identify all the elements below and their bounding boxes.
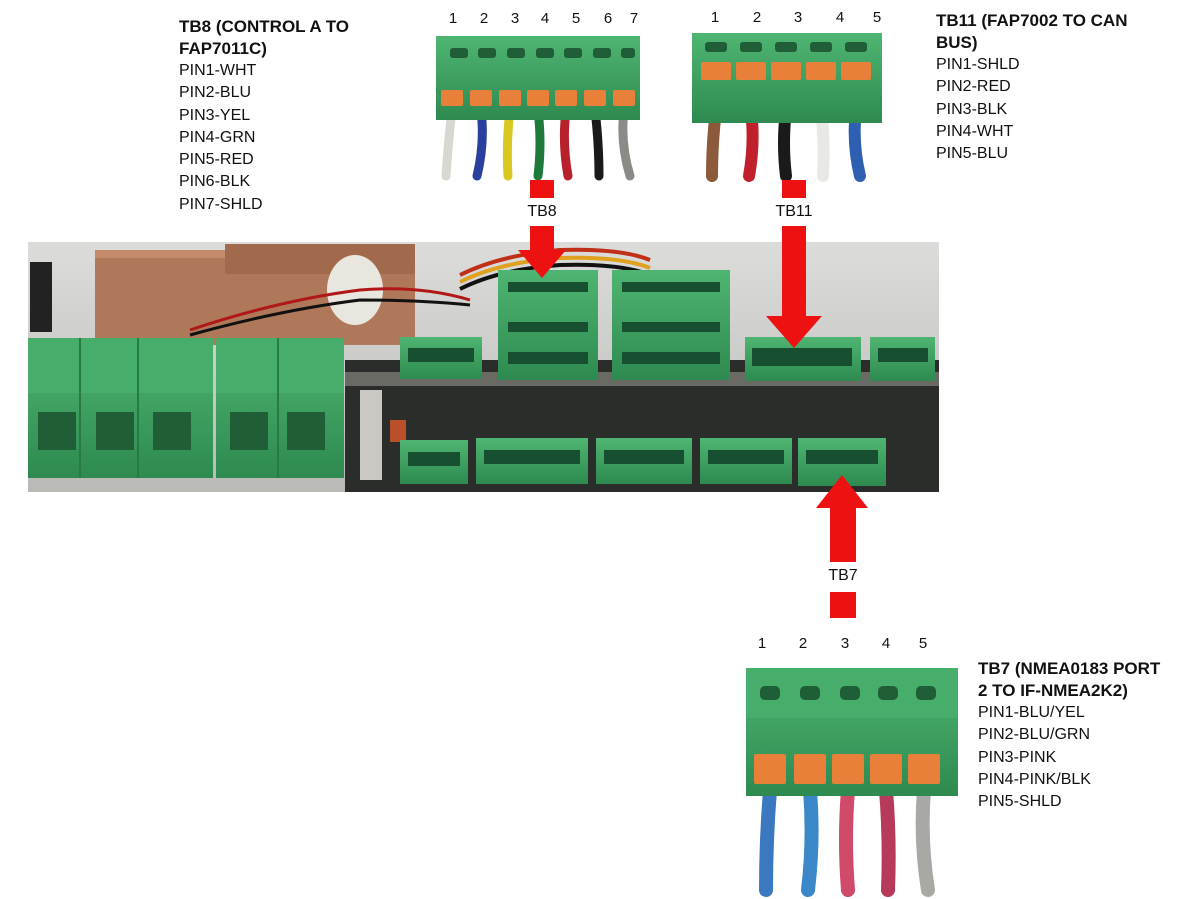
- tb7-arrow: [816, 475, 868, 618]
- tb11-lever: [806, 62, 836, 80]
- tb7-wire: [759, 783, 777, 897]
- tb8-arrow-label: TB8: [512, 203, 572, 221]
- tb7-pin-item: PIN2-BLU/GRN: [978, 726, 1091, 744]
- tb7-wire: [879, 783, 896, 897]
- tb11-title-line-2: BUS): [936, 33, 978, 52]
- tb7-lever: [908, 754, 940, 784]
- tb7-wire: [915, 783, 935, 897]
- tb8-pin-item: PIN5-RED: [179, 151, 254, 169]
- tb8-label-block: TB8 (CONTROL A TO FAP7011C) PIN1-WHT PIN…: [179, 16, 349, 216]
- tb7-pin-item: PIN4-PINK/BLK: [978, 770, 1091, 788]
- tb8-lever: [470, 90, 492, 106]
- tb7-pin-number: 1: [757, 635, 767, 652]
- tb8-title-line-1: TB8 (CONTROL A TO: [179, 17, 349, 36]
- tb8-pin-number: 7: [629, 10, 639, 27]
- tb7-pin-number: 5: [918, 635, 928, 652]
- tb8-pin-item: PIN3-YEL: [179, 106, 251, 124]
- tb11-lever: [841, 62, 871, 80]
- tb7-pin-number: 3: [840, 635, 850, 652]
- tb11-connector-photo: [692, 33, 882, 182]
- tb7-pin-item: PIN3-PINK: [978, 748, 1057, 766]
- tb8-lever: [613, 90, 635, 106]
- tb11-pin-number: 1: [710, 9, 720, 26]
- tb8-pin-list: PIN1-WHT PIN2-BLU PIN3-YEL PIN4-GRN PIN5…: [179, 60, 349, 216]
- tb8-pin-item: PIN6-BLK: [179, 173, 251, 191]
- tb11-label-block: TB11 (FAP7002 TO CAN BUS) PIN1-SHLD PIN2…: [936, 10, 1127, 165]
- tb11-arrow-label: TB11: [764, 203, 824, 221]
- tb11-lever: [771, 62, 801, 80]
- tb11-arrow: [766, 180, 822, 348]
- tb8-pin-item: PIN1-WHT: [179, 62, 257, 79]
- tb7-lever: [794, 754, 826, 784]
- tb7-pin-number: 2: [798, 635, 808, 652]
- tb8-lever: [441, 90, 463, 106]
- tb11-title-line-1: TB11 (FAP7002 TO CAN: [936, 11, 1128, 30]
- tb11-lever: [701, 62, 731, 80]
- tb11-pin-item: PIN4-WHT: [936, 122, 1014, 140]
- tb8-title-line-2: FAP7011C): [179, 39, 267, 58]
- tb8-pin-item: PIN7-SHLD: [179, 195, 263, 213]
- tb8-pin-item: PIN2-BLU: [179, 84, 252, 102]
- tb8-lever: [499, 90, 521, 106]
- tb8-pin-number: 3: [510, 10, 520, 27]
- tb8-lever: [584, 90, 606, 106]
- tb11-lever: [736, 62, 766, 80]
- tb7-lever: [870, 754, 902, 784]
- tb11-pin-item: PIN2-RED: [936, 78, 1011, 96]
- tb8-connector-photo: [436, 36, 640, 181]
- tb11-pin-number: 4: [835, 9, 845, 26]
- tb11-pin-item: PIN1-SHLD: [936, 56, 1020, 73]
- tb11-pin-number: 5: [872, 9, 882, 26]
- tb11-pin-list: PIN1-SHLD PIN2-RED PIN3-BLK PIN4-WHT PIN…: [936, 54, 1127, 165]
- tb7-lever: [754, 754, 786, 784]
- tb8-pin-item: PIN4-GRN: [179, 128, 256, 146]
- tb7-pin-list: PIN1-BLU/YEL PIN2-BLU/GRN PIN3-PINK PIN4…: [978, 702, 1160, 813]
- tb8-pin-number: 1: [448, 10, 458, 27]
- tb7-wire: [801, 783, 819, 897]
- tb8-pin-number: 5: [571, 10, 581, 27]
- tb7-label-block: TB7 (NMEA0183 PORT 2 TO IF-NMEA2K2) PIN1…: [978, 658, 1160, 813]
- tb8-lever: [527, 90, 549, 106]
- tb7-wire: [839, 783, 855, 897]
- tb7-pin-item: PIN1-BLU/YEL: [978, 704, 1085, 721]
- tb11-pin-item: PIN3-BLK: [936, 100, 1008, 118]
- tb8-pin-number: 2: [479, 10, 489, 27]
- tb7-lever: [832, 754, 864, 784]
- tb7-title-line-1: TB7 (NMEA0183 PORT: [978, 659, 1161, 678]
- tb7-pin-item: PIN5-SHLD: [978, 793, 1062, 811]
- tb7-connector-photo: [746, 668, 958, 897]
- tb8-pin-number: 6: [603, 10, 613, 27]
- tb11-pin-item: PIN5-BLU: [936, 145, 1009, 163]
- tb7-arrow-label: TB7: [813, 567, 873, 585]
- tb7-pin-number: 4: [881, 635, 891, 652]
- tb11-pin-number: 3: [793, 9, 803, 26]
- tb11-pin-number: 2: [752, 9, 762, 26]
- tb8-lever: [555, 90, 577, 106]
- tb8-pin-number: 4: [540, 10, 550, 27]
- tb7-title-line-2: 2 TO IF-NMEA2K2): [978, 681, 1128, 700]
- tb8-arrow: [518, 180, 566, 278]
